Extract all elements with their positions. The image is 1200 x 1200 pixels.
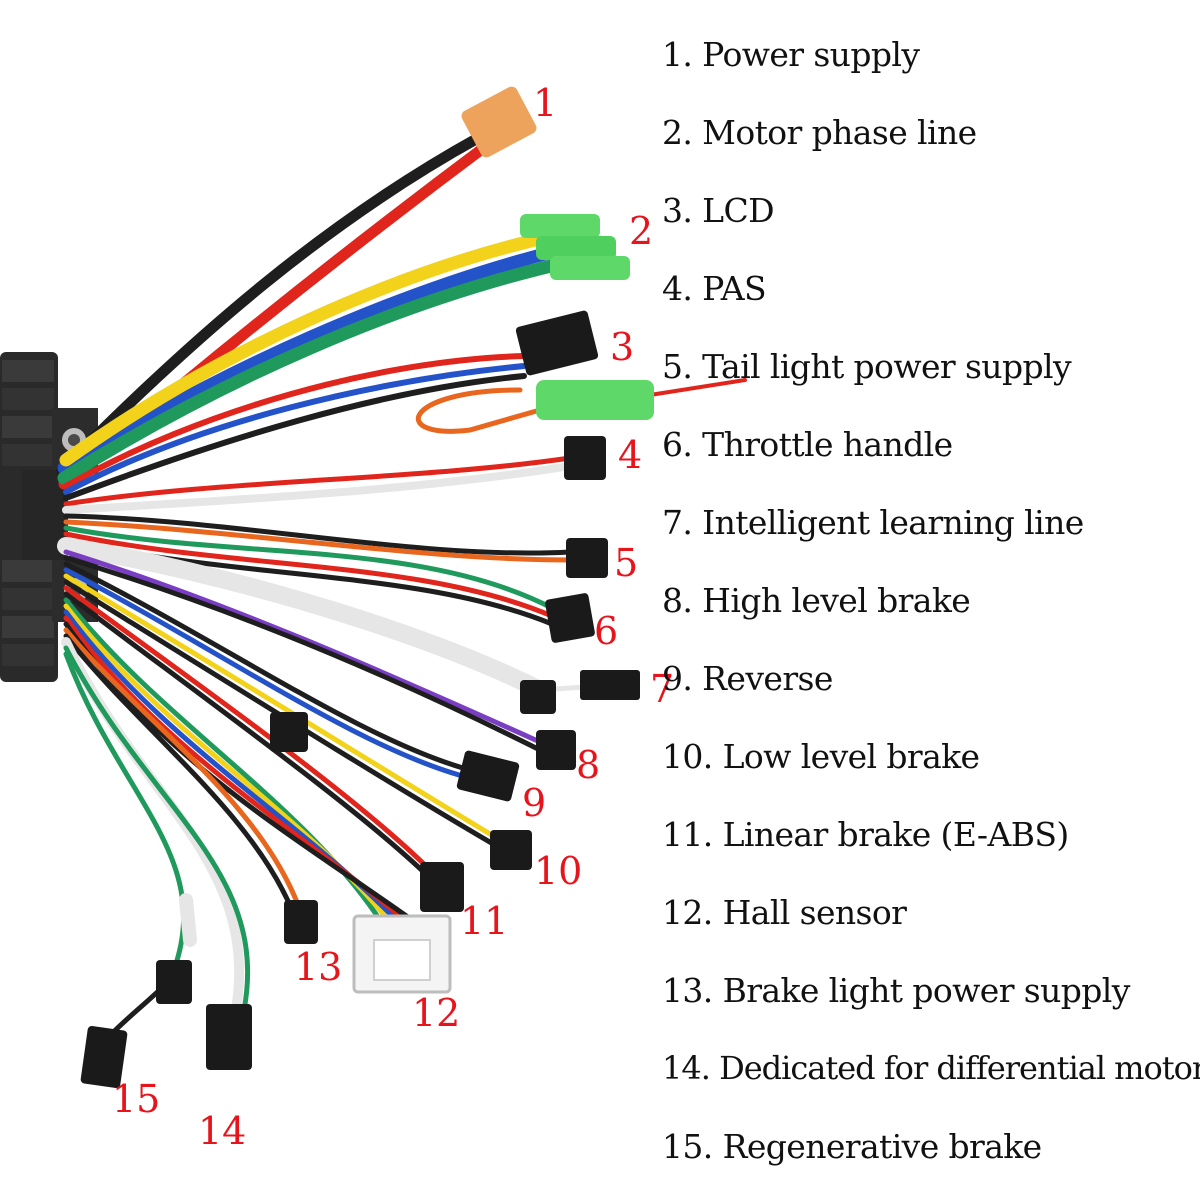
callout-12: 12 — [412, 991, 460, 1035]
wire-bundle — [56, 132, 747, 1053]
callout-5: 5 — [614, 541, 638, 585]
legend-item-1: 1. Power supply — [662, 35, 920, 74]
legend-item-9: 9. Reverse — [662, 659, 833, 698]
callout-3: 3 — [610, 325, 634, 369]
callout-numbers: 1 2 3 4 5 6 7 8 9 10 11 12 13 14 15 — [112, 81, 674, 1153]
legend-item-2: 2. Motor phase line — [662, 113, 977, 152]
connector-lcd — [515, 310, 599, 376]
connector-low-brake — [490, 830, 532, 870]
connector-linear-brake — [420, 862, 464, 912]
connectors — [80, 86, 654, 1088]
callout-2: 2 — [629, 209, 653, 253]
legend-item-8: 8. High level brake — [662, 581, 971, 620]
callout-7: 7 — [650, 667, 674, 711]
connector-green-round — [536, 380, 654, 420]
legend-item-15: 15. Regenerative brake — [662, 1127, 1042, 1166]
callout-6: 6 — [594, 609, 618, 653]
connector-motor-phase — [520, 214, 630, 280]
legend-item-4: 4. PAS — [662, 269, 767, 308]
legend-item-7: 7. Intelligent learning line — [662, 503, 1084, 542]
connector-reverse — [456, 750, 520, 802]
connector-regenerative — [80, 1026, 128, 1088]
callout-1: 1 — [533, 81, 557, 125]
connector-learning-line — [580, 670, 640, 700]
connector-differential — [206, 1004, 252, 1070]
legend-item-14: 14. Dedicated for differential motor — [662, 1049, 1200, 1087]
connector-tail-light — [566, 538, 608, 578]
legend-item-3: 3. LCD — [662, 191, 775, 230]
legend-item-10: 10. Low level brake — [662, 737, 980, 776]
callout-15: 15 — [112, 1077, 160, 1121]
callout-14: 14 — [198, 1109, 246, 1153]
connector-brake-light — [284, 900, 318, 944]
callout-10: 10 — [534, 849, 582, 893]
callout-11: 11 — [460, 899, 508, 943]
callout-13: 13 — [294, 945, 342, 989]
legend-item-5: 5. Tail light power supply — [662, 347, 1072, 386]
legend-item-11: 11. Linear brake (E-ABS) — [662, 815, 1069, 854]
legend-item-12: 12. Hall sensor — [662, 893, 907, 932]
connector-hall-sensor — [352, 914, 452, 994]
callout-8: 8 — [576, 743, 600, 787]
connector-throttle — [545, 593, 595, 643]
legend-item-13: 13. Brake light power supply — [662, 971, 1130, 1010]
callout-9: 9 — [522, 781, 546, 825]
callout-4: 4 — [618, 433, 642, 477]
legend-item-6: 6. Throttle handle — [662, 425, 953, 464]
connector-power-supply — [461, 86, 537, 158]
connector-high-brake — [536, 730, 576, 770]
connector-pas — [564, 436, 606, 480]
